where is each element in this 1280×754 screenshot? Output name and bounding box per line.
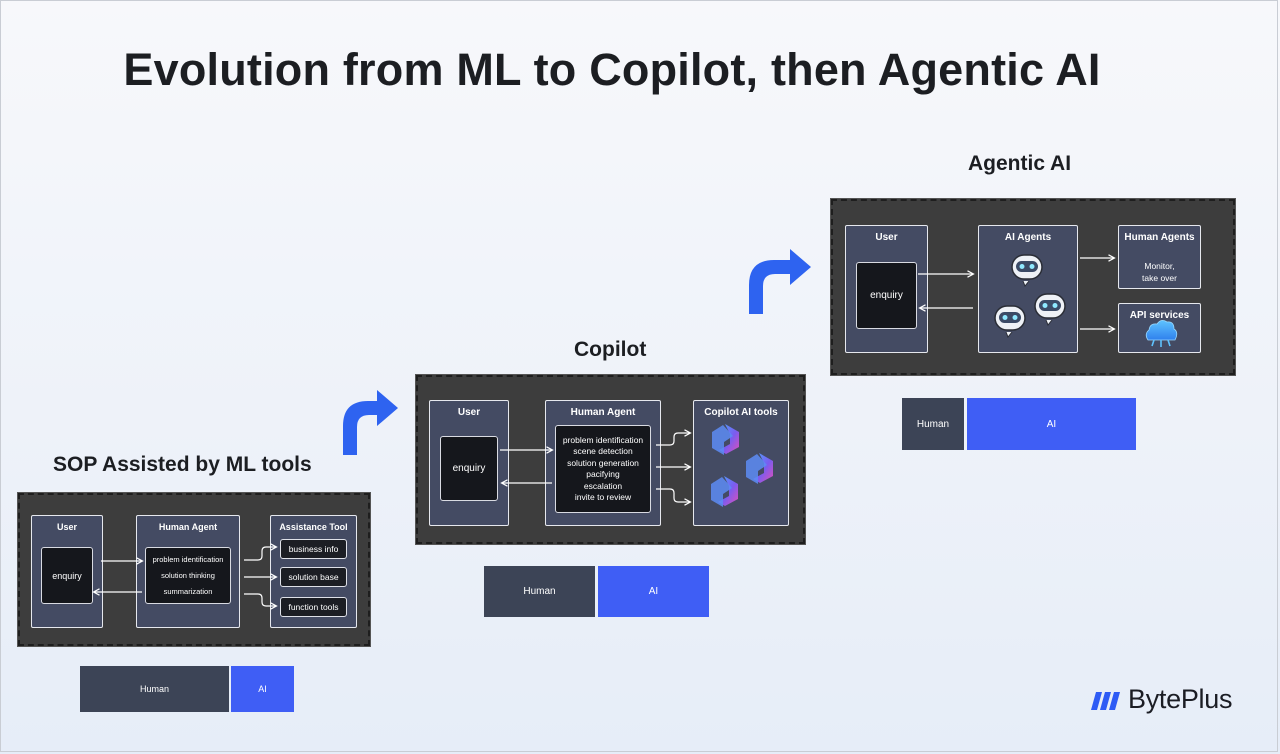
copilot-ai-tools-box: Copilot AI tools (693, 400, 789, 526)
sop-legend-ai: AI (231, 666, 294, 712)
copilot-agent-task: problem identification (562, 434, 644, 445)
sop-arrows (92, 543, 278, 610)
agentic-panel: User enquiry AI Agents Human Agents Moni… (830, 198, 1236, 376)
copilot-agent-tasks: problem identification scene detection s… (555, 425, 651, 513)
agentic-ai-agents-box: AI Agents (978, 225, 1078, 353)
agentic-arrows (918, 254, 1116, 333)
sop-tool-solution-base: solution base (280, 567, 347, 587)
copilot-agent-task: solution generation (567, 457, 639, 468)
copilot-agent-task: scene detection (573, 446, 633, 456)
agentic-ai-agents-title: AI Agents (1004, 232, 1052, 243)
byteplus-logo-icon (1091, 691, 1120, 710)
copilot-stage-title: Copilot (574, 338, 647, 361)
sop-agent-tasks: problem identification solution thinking… (145, 547, 231, 604)
sop-tool-business-info: business info (280, 539, 347, 559)
cloud-api-icon (1145, 320, 1178, 347)
agentic-user-title: User (875, 232, 898, 243)
sop-assistance-tool-title: Assistance Tool (279, 522, 348, 532)
byteplus-name: BytePlus (1128, 684, 1233, 714)
stage-arrow-2 (749, 249, 811, 314)
agentic-stage-title: Agentic AI (968, 152, 1072, 175)
byteplus-brand: BytePlus (1090, 684, 1232, 715)
copilot-agent-task: pacifying (586, 469, 620, 479)
agentic-human-agents-text: Monitor, take over (1142, 261, 1177, 283)
sop-stage-title: SOP Assisted by ML tools (53, 453, 312, 476)
copilot-human-agent-title: Human Agent (570, 407, 636, 418)
slide-title: Evolution from ML to Copilot, then Agent… (123, 44, 1101, 95)
agentic-legend-human: Human (902, 398, 964, 450)
agentic-api-services-title: API services (1129, 310, 1190, 321)
sop-human-agent-box: Human Agent problem identification solut… (136, 515, 240, 628)
copilot-enquiry: enquiry (440, 436, 498, 501)
copilot-legend-ai: AI (598, 566, 709, 617)
copilot-user-box: User enquiry (429, 400, 509, 526)
sop-tool-function-tools: function tools (280, 597, 347, 617)
sop-agent-task: problem identification (152, 554, 224, 564)
stage-arrow-1 (343, 390, 398, 455)
copilot-user-title: User (457, 407, 481, 418)
copilot-arrows (500, 429, 692, 506)
agentic-user-box: User enquiry (845, 225, 928, 353)
agentic-human-agents-box: Human Agents Monitor, take over (1118, 225, 1201, 289)
agentic-enquiry: enquiry (856, 262, 917, 329)
agentic-legend-ai: AI (967, 398, 1136, 450)
copilot-human-agent-box: Human Agent problem identification scene… (545, 400, 661, 526)
sop-agent-task: summarization (163, 587, 213, 597)
sop-user-box: User enquiry (31, 515, 103, 628)
sop-legend-human: Human (80, 666, 229, 712)
copilot-legend-human: Human (484, 566, 595, 617)
copilot-logo-icon (711, 424, 773, 507)
copilot-agent-task: escalation (583, 480, 623, 491)
copilot-panel: User enquiry Human Agent problem identif… (415, 374, 806, 545)
sop-agent-task: solution thinking (161, 570, 215, 580)
sop-assistance-tool-box: Assistance Tool business info solution b… (270, 515, 357, 628)
agentic-human-agents-title: Human Agents (1124, 232, 1195, 243)
sop-panel: User enquiry Human Agent problem identif… (17, 492, 371, 647)
copilot-ai-tools-title: Copilot AI tools (704, 407, 778, 418)
robot-icon (994, 254, 1066, 338)
sop-user-title: User (56, 522, 77, 532)
sop-enquiry: enquiry (41, 547, 93, 604)
sop-human-agent-title: Human Agent (158, 522, 218, 532)
copilot-agent-task: invite to review (574, 492, 632, 502)
